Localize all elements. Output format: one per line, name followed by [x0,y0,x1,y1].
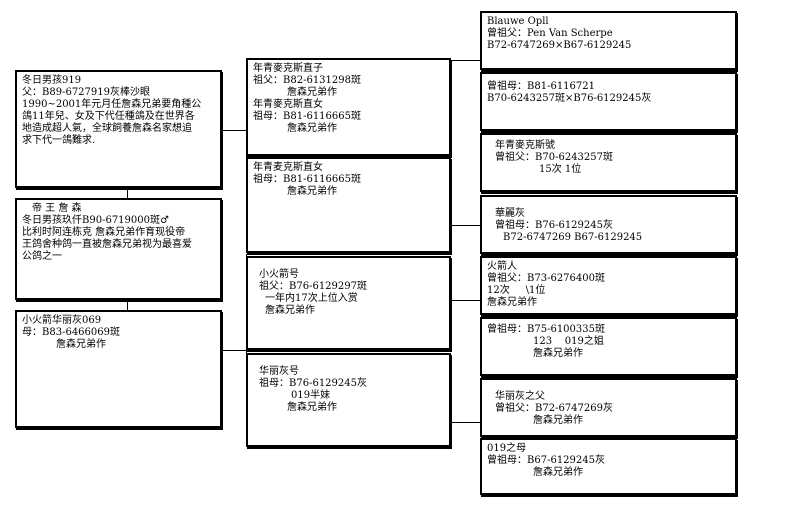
ggp4-ring: 曾祖母：B76-6129245灰 [495,220,613,231]
ggp7-ring: 曾祖父：B72-6747269灰 [495,403,613,414]
gp4-note: 019半妹 [291,390,331,401]
gp1-ring2: 祖母：B81-6116665斑 [253,111,361,122]
gp2-name: 年青麦克斯直女 [253,162,323,173]
ggp3-record: 15次 1位 [539,164,582,175]
great-grandparent-box-4: 華麗灰 曾祖母：B76-6129245灰 B72-6747269 B67-612… [480,195,737,254]
ggp7-breeder: 詹森兄弟作 [533,415,583,426]
great-grandparent-box-2: 曾祖母：B81-6116721 B70-6243257斑×B76-6129245… [480,72,737,131]
connector-line [127,299,128,310]
great-grandparent-box-5: 火箭人 曾祖父：B73-6276400斑 12次 \1位 詹森兄弟作 [480,256,737,315]
grandparent-box-4: 华丽灰号 祖母：B76-6129245灰 019半妹 詹森兄弟作 [246,353,451,447]
gp1-name: 年青麥克斯直子 [253,63,323,74]
ggp6-ring: 曾祖母：B75-6100335斑 [487,324,605,335]
gp3-record: 一年内17次上位入赏 [265,293,358,304]
subject-desc: 1990~2001年元月任詹森兄弟要角種公 [22,99,202,110]
great-grandparent-box-8: 019之母 曾祖母：B67-6129245灰 詹森兄弟作 [480,438,737,495]
connector-line [222,130,246,131]
grandparent-box-3: 小火箭号 祖父：B76-6129297斑 一年内17次上位入赏 詹森兄弟作 [246,256,451,350]
subject-father: 父：B89-6727919灰棒沙眼 [22,87,150,98]
ggp5-breeder: 詹森兄弟作 [487,297,537,308]
mother-name: 小火箭华丽灰069 [22,315,102,326]
gp4-breeder: 詹森兄弟作 [287,402,337,413]
connector-line [451,300,480,301]
ggp5-name: 火箭人 [487,261,517,272]
ggp4-name: 華麗灰 [495,208,525,219]
subject-desc: 求下代一鴿難求. [22,135,96,146]
ggp8-ring: 曾祖母：B67-6129245灰 [487,455,605,466]
mother-breeder: 詹森兄弟作 [56,339,106,350]
ggp6-breeder: 詹森兄弟作 [533,348,583,359]
subject-name: 冬日男孩919 [22,75,82,86]
great-grandparent-box-6: 曾祖母：B75-6100335斑 123 019之姐 詹森兄弟作 [480,317,737,376]
gp1-breeder: 詹森兄弟作 [287,87,337,98]
gp2-breeder: 詹森兄弟作 [287,186,337,197]
emperor-box: 帝 王 詹 森 冬日男孩玖仟B90-6719000斑♂ 比利时阿连栋克 詹森兄弟… [15,198,222,300]
emperor-desc: 公鸽之一 [22,251,62,262]
connector-line [451,422,480,423]
grandparent-box-2: 年青麦克斯直女 祖母：B81-6116665斑 詹森兄弟作 [246,157,451,253]
emperor-title: 帝 王 詹 森 [32,203,82,214]
ggp2-parents: B70-6243257斑×B76-6129245灰 [487,93,652,104]
connector-line [451,60,480,61]
subject-desc: 鴿11年兒、女及下代任種鴿及在世界各 [22,111,195,122]
gp1-ring: 祖父：B82-6131298斑 [253,75,361,86]
ggp2-ring: 曾祖母：B81-6116721 [487,81,595,92]
emperor-ring: 冬日男孩玖仟B90-6719000斑♂ [22,215,169,226]
ggp5-record: 12次 \1位 [487,285,546,296]
mother-box: 小火箭华丽灰069 母：B83-6466069斑 詹森兄弟作 [15,310,222,428]
gp1-breeder2: 詹森兄弟作 [287,123,337,134]
mother-ring: 母：B83-6466069斑 [22,327,120,338]
gp3-breeder: 詹森兄弟作 [265,305,315,316]
ggp8-breeder: 詹森兄弟作 [533,467,583,478]
gp4-name: 华丽灰号 [259,366,299,377]
great-grandparent-box-1: Blauwe Opll 曾祖父：Pen Van Scherpe B72-6747… [480,11,737,70]
ggp1-name: Blauwe Opll [487,16,549,27]
ggp1-parents: B72-6747269×B67-6129245 [487,40,632,51]
ggp3-ring: 曾祖父：B70-6243257斑 [495,152,613,163]
emperor-desc: 比利时阿连栋克 詹森兄弟作育现役帝 [22,227,186,238]
grandparent-box-1: 年青麥克斯直子 祖父：B82-6131298斑 詹森兄弟作 年青麥克斯直女 祖母… [246,58,451,156]
emperor-desc: 王鸽舍种鸽一直被詹森兄弟视为最喜爱 [22,239,192,250]
gp1-name2: 年青麥克斯直女 [253,99,323,110]
ggp1-ring: 曾祖父：Pen Van Scherpe [487,28,613,39]
subject-box: 冬日男孩919 父：B89-6727919灰棒沙眼 1990~2001年元月任詹… [15,70,222,188]
ggp4-parents: B72-6747269 B67-6129245 [503,232,643,243]
connector-line [222,350,246,351]
gp4-ring: 祖母：B76-6129245灰 [259,378,367,389]
gp2-ring: 祖母：B81-6116665斑 [253,174,361,185]
gp3-ring: 祖父：B76-6129297斑 [259,281,367,292]
great-grandparent-box-3: 年青麥克斯號 曾祖父：B70-6243257斑 15次 1位 [480,133,737,192]
connector-line [451,225,480,226]
subject-desc: 地造成超人氣，全球飼養詹森名家想追 [22,123,192,134]
ggp6-record: 123 019之姐 [533,336,604,347]
ggp3-name: 年青麥克斯號 [495,140,555,151]
ggp7-name: 华丽灰之父 [495,391,545,402]
ggp5-ring: 曾祖父：B73-6276400斑 [487,273,605,284]
gp3-name: 小火箭号 [259,269,299,280]
connector-line [127,187,128,199]
great-grandparent-box-7: 华丽灰之父 曾祖父：B72-6747269灰 詹森兄弟作 [480,378,737,437]
ggp8-name: 019之母 [487,443,527,454]
